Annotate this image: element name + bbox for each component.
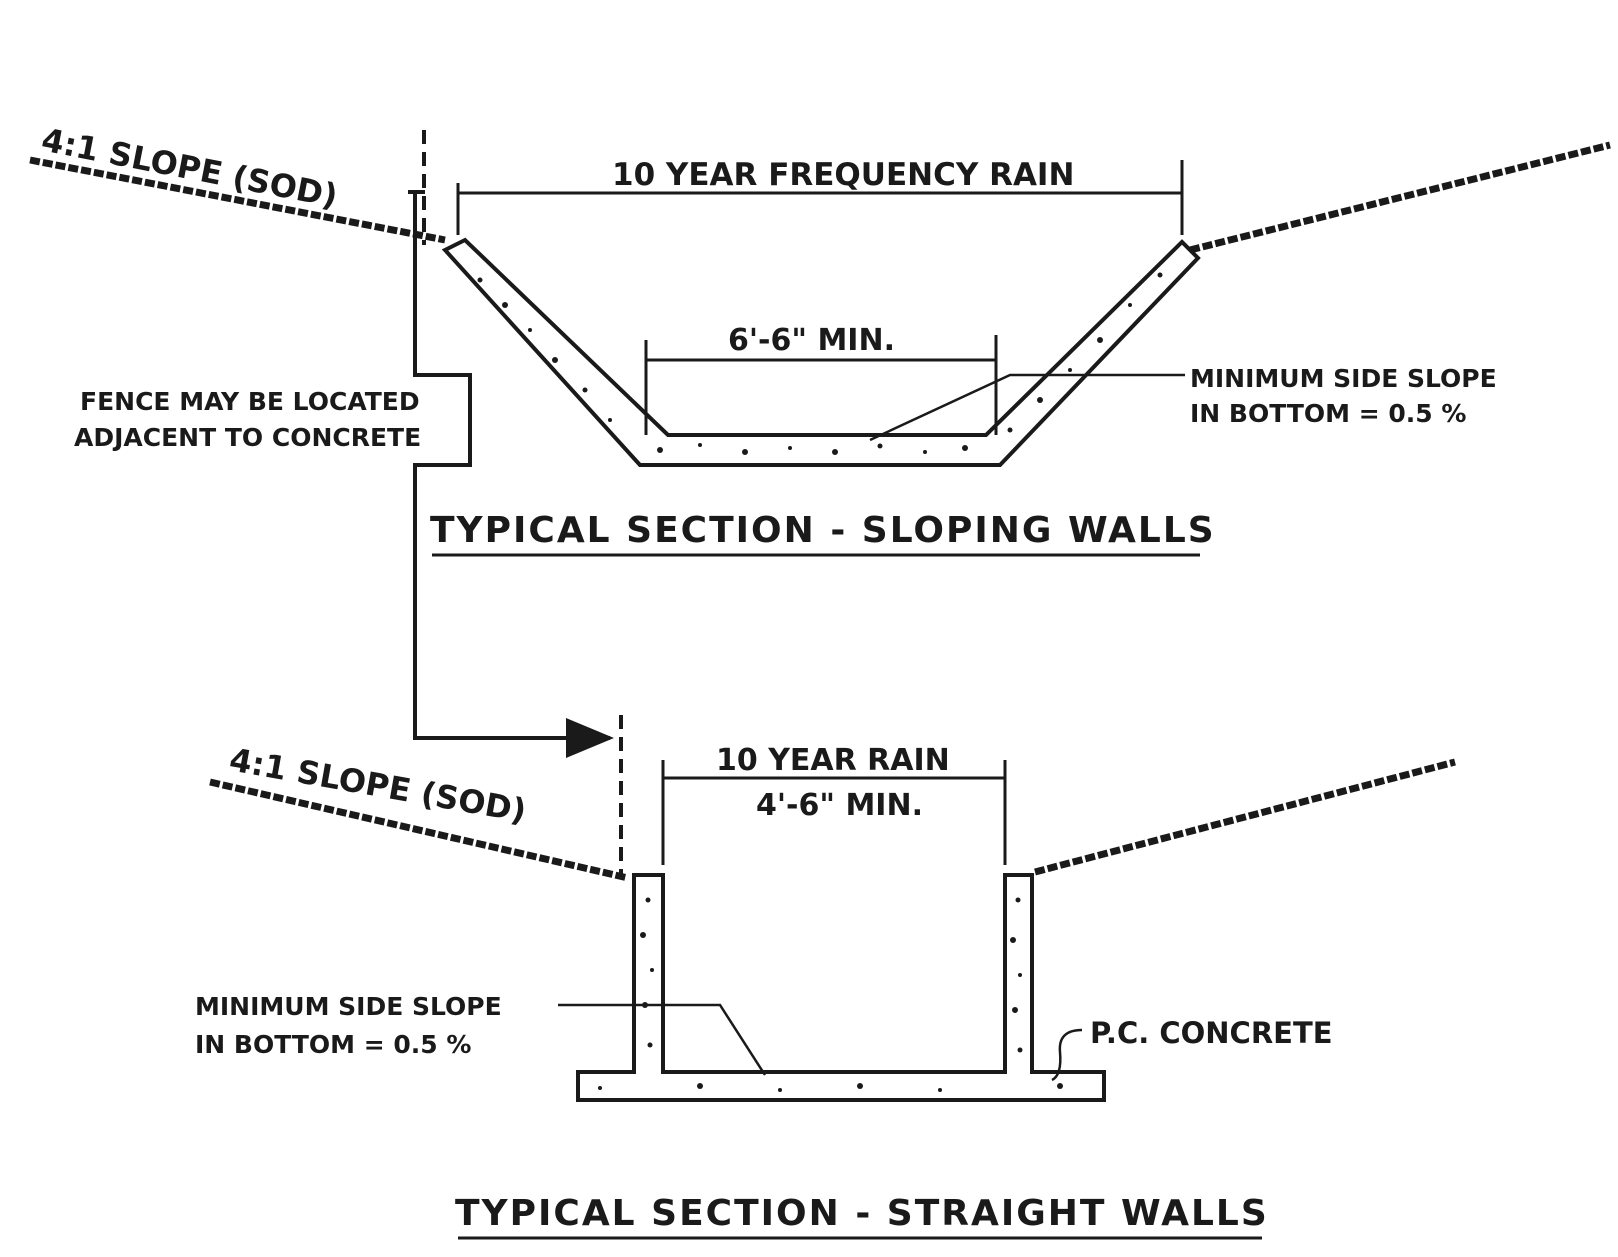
concrete-material-label: P.C. CONCRETE [1090,1016,1333,1050]
bottom-side-slope-line2: IN BOTTOM = 0.5 % [195,1030,471,1059]
bottom-width-label: 6'-6" MIN. [728,323,895,358]
bottom-slope-label: 4:1 SLOPE (SOD) [227,740,530,830]
right-ground-line [1189,141,1611,254]
top-side-slope-line1: MINIMUM SIDE SLOPE [1190,364,1497,393]
straight-side-slope-leader [558,1003,767,1076]
bottom-left-ground-line [209,778,629,882]
fence-outline [408,190,610,738]
concrete-leader [1051,1028,1083,1082]
left-ground-line [29,156,446,244]
side-slope-leader [869,373,1185,442]
top-width-label: 10 YEAR FREQUENCY RAIN [612,157,1074,193]
straight-walls-section: 4:1 SLOPE (SOD) 10 YEAR RAIN 4'-6" MIN. … [195,715,1456,1240]
sloping-walls-title: TYPICAL SECTION - SLOPING WALLS [430,510,1216,551]
sloping-walls-section: 4:1 SLOPE (SOD) 10 YEAR FREQUENCY RAIN 6… [29,121,1611,738]
bottom-right-ground-line [1034,758,1456,876]
fence-note-line1: FENCE MAY BE LOCATED [80,387,420,416]
straight-concrete-channel [576,873,1106,1102]
concrete-aggregate-dots [477,272,1163,455]
straight-aggregate-dots [598,897,1063,1092]
bottom-side-slope-line1: MINIMUM SIDE SLOPE [195,992,502,1021]
straight-width-label: 10 YEAR RAIN [716,743,950,778]
straight-min-width-label: 4'-6" MIN. [756,788,923,823]
fence-note-line2: ADJACENT TO CONCRETE [74,423,421,452]
straight-walls-title: TYPICAL SECTION - STRAIGHT WALLS [455,1193,1269,1234]
sloping-concrete-lining [441,237,1201,467]
top-side-slope-line2: IN BOTTOM = 0.5 % [1190,399,1466,428]
